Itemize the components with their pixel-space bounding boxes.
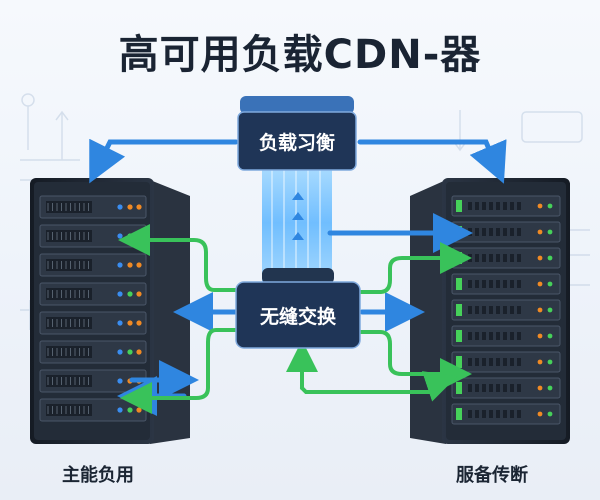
left-server-rack <box>30 178 190 444</box>
server-unit <box>451 195 561 217</box>
server-unit <box>451 299 561 321</box>
arrow-icon <box>300 371 458 402</box>
server-unit <box>39 398 147 422</box>
arrow-icon <box>89 138 239 184</box>
beam-icon <box>262 160 332 286</box>
server-unit <box>451 273 561 295</box>
arrow-icon <box>118 224 238 292</box>
mid-box-failover: 无缝交换 <box>235 268 361 349</box>
server-unit <box>39 340 147 364</box>
right-server-rack <box>410 178 570 444</box>
server-unit <box>451 403 561 425</box>
server-unit <box>451 377 561 399</box>
arrow-icon <box>358 242 472 294</box>
server-unit <box>451 247 561 269</box>
server-unit <box>39 195 147 219</box>
server-unit <box>451 221 561 243</box>
server-unit <box>451 325 561 347</box>
left-caption: 主能负用 <box>62 465 134 486</box>
server-unit <box>39 253 147 277</box>
server-unit <box>39 224 147 248</box>
arrow-icon <box>120 328 242 414</box>
server-rack-icon <box>451 195 561 425</box>
top-box-label: 负载习衡 <box>259 131 335 154</box>
green-arrows <box>118 224 472 414</box>
right-caption: 服备传断 <box>456 465 528 486</box>
arrow-icon <box>357 139 507 184</box>
server-unit <box>39 311 147 335</box>
top-box-load-balancer: 负载习衡 <box>237 96 357 171</box>
server-unit <box>451 351 561 373</box>
diagram-title: 高可用负载CDN-器 <box>118 32 482 78</box>
mid-box-label: 无缝交换 <box>260 305 337 328</box>
arrow-icon <box>358 330 472 390</box>
server-unit <box>39 282 147 306</box>
